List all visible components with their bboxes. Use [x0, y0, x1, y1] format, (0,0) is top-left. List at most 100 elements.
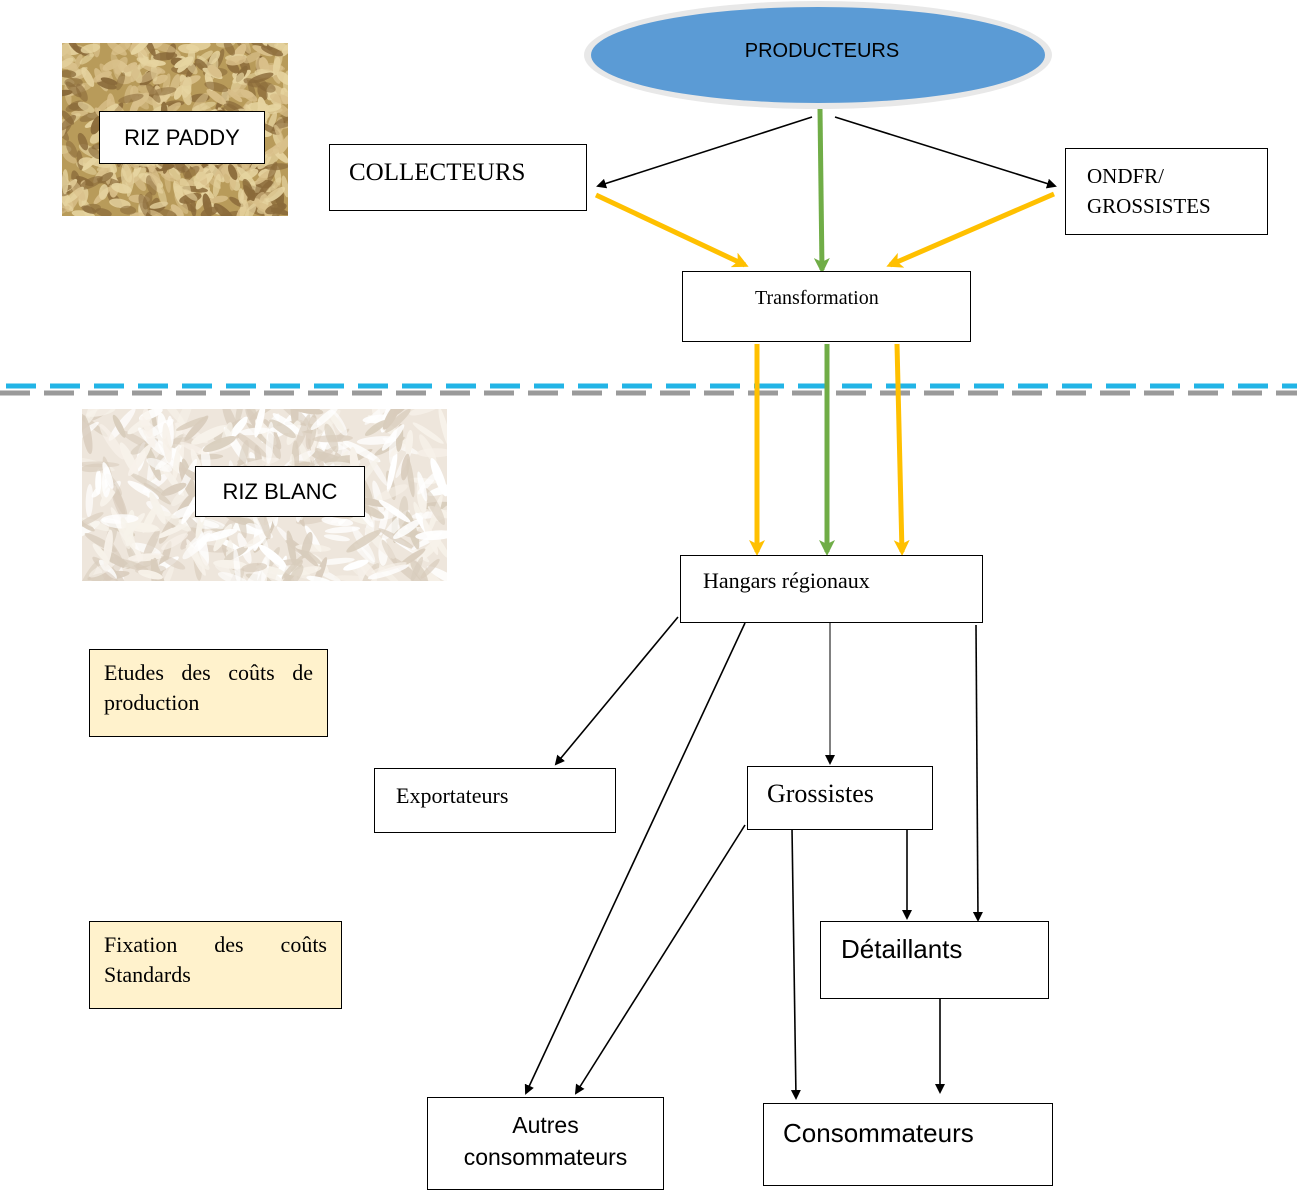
- autres-label-line2: consommateurs: [463, 1144, 628, 1170]
- rice-grain: [176, 416, 208, 431]
- rice-grain: [177, 56, 194, 73]
- rice-grain: [268, 554, 293, 576]
- rice-grain: [235, 409, 244, 425]
- rice-grain: [360, 505, 385, 519]
- rice-grain: [309, 446, 337, 467]
- rice-grain: [92, 71, 112, 83]
- arrow-producteurs-collecteurs: [596, 116, 813, 189]
- rice-grain: [64, 77, 83, 87]
- rice-grain: [240, 89, 258, 102]
- consommateurs-box: Consommateurs: [763, 1103, 1053, 1186]
- rice-grain: [146, 82, 161, 103]
- rice-grain: [356, 559, 370, 581]
- rice-grain: [118, 93, 144, 104]
- producteurs-label: PRODUCTEURS: [745, 40, 899, 62]
- rice-grain: [312, 434, 353, 443]
- ondfr-grossistes-box: ONDFR/ GROSSISTES: [1065, 148, 1268, 235]
- rice-grain: [269, 93, 288, 105]
- rice-grain: [301, 531, 313, 559]
- rice-grain: [324, 526, 361, 534]
- rice-grain: [190, 198, 197, 216]
- rice-grain: [290, 409, 324, 415]
- rice-grain: [95, 469, 102, 495]
- rice-grain: [75, 83, 88, 102]
- rice-grain: [143, 482, 171, 505]
- rice-grain: [405, 429, 414, 456]
- rice-grain: [161, 533, 189, 551]
- rice-grain: [95, 208, 112, 216]
- rice-grain: [207, 64, 222, 78]
- rice-grain: [184, 415, 209, 442]
- arrow-grossistes-autres: [574, 824, 746, 1095]
- rice-grain: [138, 194, 151, 216]
- rice-grain: [382, 409, 400, 430]
- rice-grain: [412, 422, 444, 444]
- rice-grain: [243, 52, 261, 64]
- rice-grain: [138, 569, 163, 580]
- rice-grain: [238, 188, 244, 204]
- rice-grain: [147, 209, 165, 216]
- arrow-ondfr-transformation: [886, 191, 1055, 268]
- rice-grain: [184, 165, 200, 179]
- rice-grain: [161, 172, 176, 182]
- rice-grain: [92, 543, 110, 564]
- rice-grain: [417, 471, 428, 502]
- autres-consommateurs-box: Autres consommateurs: [427, 1097, 664, 1190]
- rice-grain: [101, 570, 121, 581]
- rice-grain: [101, 514, 139, 524]
- rice-grain: [259, 81, 276, 93]
- rice-grain: [238, 439, 249, 472]
- arrow-producteurs-ondfr: [834, 116, 1057, 189]
- exportateurs-label: Exportateurs: [396, 783, 509, 808]
- rice-grain: [209, 50, 221, 65]
- rice-grain: [80, 43, 101, 54]
- rice-grain: [86, 409, 116, 417]
- rice-grain: [82, 203, 101, 213]
- rice-grain: [97, 172, 114, 184]
- rice-grain: [79, 175, 103, 190]
- rice-grain: [120, 517, 136, 550]
- rice-grain: [100, 77, 118, 86]
- rice-grain: [193, 164, 216, 183]
- rice-grain: [230, 72, 245, 94]
- rice-grain: [62, 152, 77, 164]
- note-fixation-couts: Fixation des coûts Standards: [89, 921, 342, 1009]
- rice-grain: [242, 567, 262, 581]
- rice-grain: [149, 492, 166, 525]
- rice-grain: [229, 196, 244, 208]
- rice-grain: [133, 176, 147, 192]
- rice-grain: [191, 425, 228, 445]
- rice-grain: [111, 183, 132, 194]
- rice-grain: [281, 175, 288, 198]
- arrow-collecteurs-transformation: [594, 192, 749, 268]
- rice-grain: [157, 183, 167, 207]
- rice-grain: [306, 575, 334, 581]
- rice-grain: [438, 409, 447, 449]
- rice-grain: [186, 43, 211, 51]
- rice-grain: [217, 572, 251, 581]
- rice-grain: [283, 70, 288, 93]
- rice-grain: [261, 45, 284, 57]
- rice-grain: [223, 103, 240, 114]
- rice-grain: [88, 562, 114, 578]
- detaillants-box: Détaillants: [820, 921, 1049, 999]
- rice-grain: [183, 189, 198, 201]
- rice-grain: [327, 411, 345, 432]
- rice-grain: [310, 409, 339, 430]
- rice-grain: [79, 53, 94, 65]
- rice-grain: [233, 547, 241, 581]
- arrow-producteurs-transformation: [813, 108, 830, 274]
- rice-grain: [346, 529, 382, 553]
- rice-grain: [321, 516, 354, 527]
- rice-grain: [120, 205, 137, 215]
- rice-grain: [130, 43, 150, 55]
- rice-grain: [99, 424, 125, 460]
- rice-grain: [223, 43, 236, 56]
- rice-grain: [253, 191, 266, 206]
- rice-grain: [213, 203, 235, 216]
- rice-grain: [371, 562, 407, 574]
- rice-grain: [212, 173, 221, 197]
- rice-grain: [265, 186, 286, 203]
- riz-paddy-label: RIZ PADDY: [99, 111, 265, 164]
- rice-grain: [238, 427, 270, 436]
